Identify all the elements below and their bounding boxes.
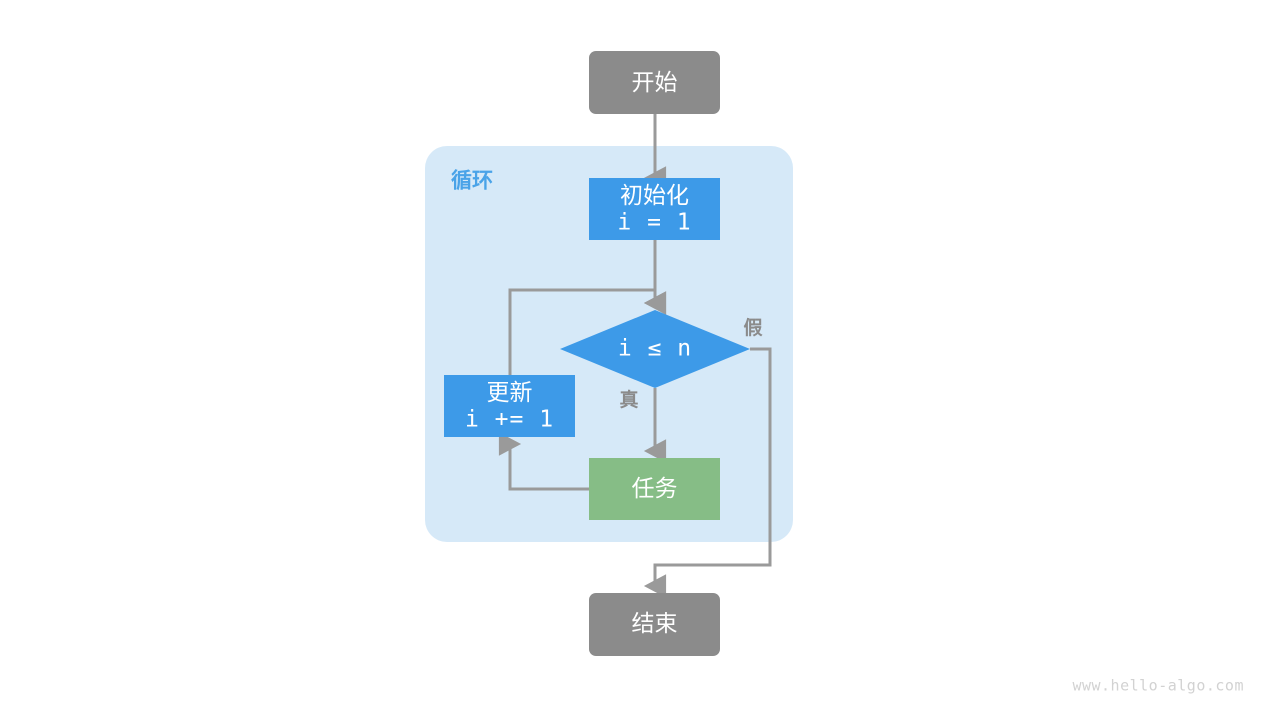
watermark-text: www.hello-algo.com	[1072, 677, 1244, 695]
node-update-shape[interactable]	[444, 375, 575, 437]
edge-layer	[498, 114, 772, 598]
edge-label-layer: 真 假	[619, 316, 762, 411]
node-condition[interactable]: i ≤ n	[560, 310, 750, 388]
node-init-label: 初始化	[620, 182, 689, 208]
loop-group-label: 循环	[451, 169, 493, 193]
node-end-label: 结束	[632, 610, 678, 636]
edge-task-to-update	[498, 432, 589, 491]
node-start[interactable]: 开始	[589, 51, 720, 114]
node-end[interactable]: 结束	[589, 593, 720, 656]
node-start-shape[interactable]	[589, 51, 720, 114]
node-update-label: 更新	[487, 379, 533, 405]
node-task-shape[interactable]	[589, 458, 720, 520]
node-init-shape[interactable]	[589, 178, 720, 240]
node-condition-shape[interactable]	[560, 310, 750, 388]
node-condition-label: i ≤ n	[618, 336, 692, 362]
edge-condition-false-to-end	[643, 347, 772, 598]
node-end-shape[interactable]	[589, 593, 720, 656]
node-task[interactable]: 任务	[589, 458, 720, 520]
edge-label-false: 假	[743, 316, 762, 339]
node-init[interactable]: 初始化 i = 1	[589, 178, 720, 240]
node-update[interactable]: 更新 i += 1	[444, 375, 575, 437]
node-update-sublabel: i += 1	[465, 407, 554, 433]
edge-label-true: 真	[619, 388, 638, 411]
node-start-label: 开始	[632, 69, 678, 95]
edge-update-to-condition	[508, 288, 667, 375]
node-init-sublabel: i = 1	[617, 210, 691, 236]
node-task-label: 任务	[632, 475, 678, 501]
